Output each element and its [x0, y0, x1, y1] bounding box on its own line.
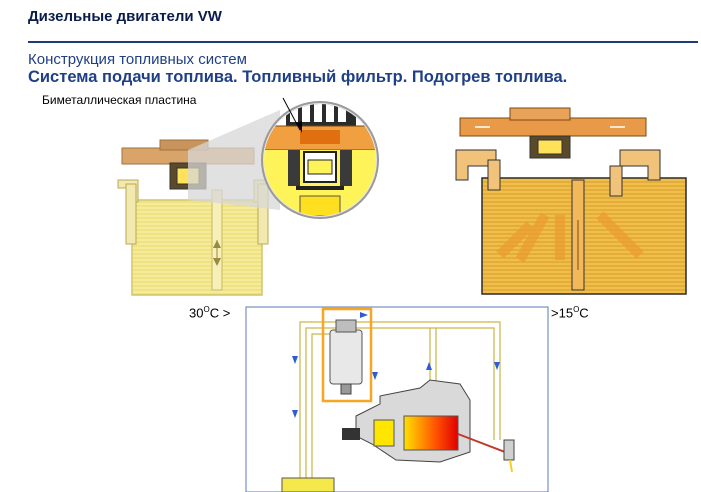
main-title: Система подачи топлива. Топливный фильтр… [28, 68, 568, 86]
bimetal-plate-label: Биметаллическая пластина [42, 93, 197, 107]
temp-right-prefix: > [551, 305, 559, 321]
filter-highlight-box [321, 307, 373, 403]
temp-right-label: >15OC [551, 305, 589, 320]
zoom-cone [188, 110, 280, 210]
temp-left-unit: C > [209, 305, 231, 321]
fuel-tank [281, 477, 335, 492]
page-header: Дизельные двигатели VW [28, 8, 222, 25]
left-filter [117, 139, 275, 296]
right-filter [455, 107, 687, 295]
bimetal-zoom-circle [261, 97, 379, 219]
temp-right-sup: O [573, 305, 580, 314]
left-filter-body [131, 199, 263, 296]
temp-right-value: 15 [558, 305, 574, 321]
temp-right-unit: C [579, 305, 589, 321]
fuel-circuit-diagram [245, 306, 549, 492]
section-subtitle: Конструкция топливных систем [28, 51, 247, 68]
header-divider [28, 41, 698, 43]
flow-arrows [292, 312, 500, 418]
temp-left-sup: O [203, 305, 210, 314]
temp-left-value: 30 [189, 305, 204, 321]
temp-left-label: 30OC > [189, 305, 230, 320]
